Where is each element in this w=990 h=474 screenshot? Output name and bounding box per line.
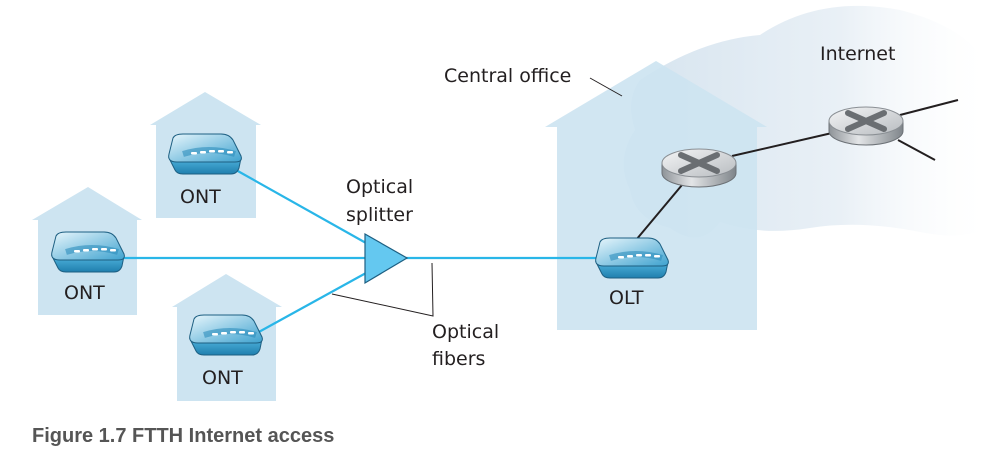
fibers-label-line1: Optical [432,321,499,343]
optical-fibers [122,169,600,334]
ont-modem-icon-top [169,134,242,174]
optical-splitter-icon [364,232,409,285]
router-icon-central [662,149,736,187]
ont-label-top: ONT [180,186,221,208]
central-office-label: Central office [444,65,571,87]
fiber-bottom [256,272,367,334]
olt-modem-icon [596,238,669,278]
figure-caption: Figure 1.7 FTTH Internet access [32,425,335,447]
ont-modem-icon-middle [52,232,125,272]
fibers-label-line2: fibers [432,348,485,370]
ont-label-middle: ONT [64,282,105,304]
fiber-top [235,169,367,244]
network-links [635,99,959,241]
splitter-label-line2: splitter [346,204,413,226]
ont-modem-icon-bottom [190,315,263,355]
fibers-callout-line [331,262,434,317]
central-office-callout-line [589,77,623,97]
olt-label: OLT [609,287,644,309]
internet-label: Internet [820,43,895,65]
ont-label-bottom: ONT [202,367,243,389]
splitter-label-line1: Optical [346,176,413,198]
router-icon-internet [829,107,903,145]
